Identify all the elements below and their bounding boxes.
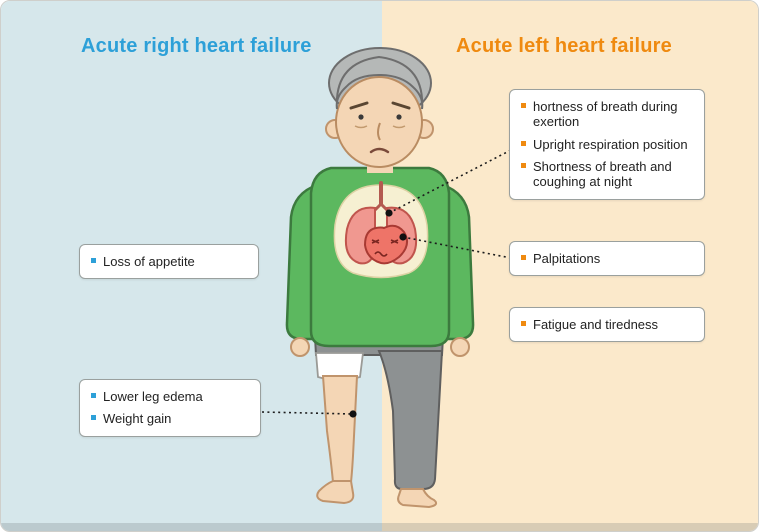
- connector-lungs: [388, 149, 512, 214]
- right-foot: [397, 488, 438, 509]
- symptom-list: Lower leg edema Weight gain: [90, 389, 250, 427]
- callout-breathing-symptoms: hortness of breath during exertion Uprig…: [509, 89, 705, 200]
- callout-palpitations: Palpitations: [509, 241, 705, 277]
- callout-loss-of-appetite: Loss of appetite: [79, 244, 259, 280]
- bare-lower-leg: [316, 375, 359, 505]
- mouth: [369, 147, 390, 154]
- symptom-item: Fatigue and tiredness: [520, 317, 694, 332]
- eyebrows: [349, 101, 411, 110]
- right-title: Acute left heart failure: [456, 35, 672, 57]
- symptom-item: Weight gain: [90, 411, 250, 426]
- left-eye: [358, 114, 364, 120]
- symptom-list: Fatigue and tiredness: [520, 317, 694, 332]
- hands: [290, 337, 470, 357]
- heart-icon: [363, 224, 409, 265]
- symptom-item: Shortness of breath and coughing at nigh…: [520, 159, 694, 190]
- callout-leg-symptoms: Lower leg edema Weight gain: [79, 379, 261, 437]
- left-title: Acute right heart failure: [81, 35, 312, 57]
- symptom-item: Palpitations: [520, 251, 694, 266]
- floor-line: [1, 523, 758, 531]
- head: [325, 47, 434, 173]
- right-eye: [396, 114, 402, 120]
- sweater-arms: [285, 183, 475, 341]
- symptom-item: Upright respiration position: [520, 137, 694, 152]
- callout-fatigue: Fatigue and tiredness: [509, 307, 705, 343]
- symptom-item: hortness of breath during exertion: [520, 99, 694, 130]
- nose: [377, 122, 381, 141]
- connector-dots: [349, 209, 407, 418]
- symptom-item: Loss of appetite: [90, 254, 248, 269]
- connector-leg: [261, 411, 354, 415]
- eye-wrinkles: [354, 125, 406, 129]
- symptom-list: hortness of breath during exertion Uprig…: [520, 99, 694, 190]
- hair-front: [335, 55, 424, 110]
- symptom-item: Lower leg edema: [90, 389, 250, 404]
- symptom-list: Palpitations: [520, 251, 694, 266]
- connector-lines: [261, 149, 512, 415]
- symptom-list: Loss of appetite: [90, 254, 248, 269]
- face: [335, 76, 423, 168]
- connector-heart: [402, 236, 512, 259]
